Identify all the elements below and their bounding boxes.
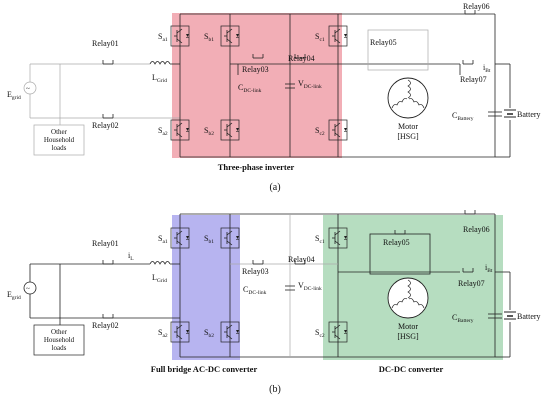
sb2-label-b: Sb2 xyxy=(204,328,214,339)
sc2-label-a: Sc2 xyxy=(315,126,325,137)
household-loads-box-b xyxy=(33,324,85,356)
loads-line2-a: Household xyxy=(44,136,75,144)
vdc-label-b: VDC-link xyxy=(298,281,322,292)
sa2-label-b: Sa2 xyxy=(158,328,168,339)
motor-hsg-label-b: [HSG] xyxy=(397,332,419,341)
sa1-label-b: Sa1 xyxy=(158,234,168,245)
loads-line3-a: loads xyxy=(52,144,67,152)
grid-inductor-label-b: LGrid xyxy=(152,273,167,284)
motor-label-a: Motor xyxy=(398,122,418,131)
dc-bus-a xyxy=(170,13,496,158)
grid-inductor-b xyxy=(149,261,171,265)
battery-capacitor-b xyxy=(488,313,502,319)
grid-source-label: Egrid xyxy=(7,90,21,101)
grid-side-wiring-b xyxy=(29,263,180,325)
grid-source-symbol: ~ xyxy=(26,85,30,93)
sa2-label-a: Sa2 xyxy=(158,126,168,137)
relay07-symbol-a xyxy=(462,59,474,65)
motor-icon-b xyxy=(387,277,429,319)
panel-a: ~ Egrid Relay01 Relay02 LGrid Other Hous… xyxy=(7,2,541,193)
relay01-symbol-a xyxy=(102,59,114,65)
relay05-loop-a xyxy=(367,29,429,71)
sc2-label-b: Sc2 xyxy=(315,328,325,339)
region-label-inverter: Three-phase inverter xyxy=(218,162,295,172)
grid-source-icon xyxy=(23,81,37,95)
grid-source-icon-b xyxy=(23,281,37,295)
sc1-label-a: Sc1 xyxy=(315,32,325,43)
il-label-b: iL xyxy=(128,251,134,262)
relay02-label-b: Relay02 xyxy=(92,321,119,330)
relay02-symbol-b xyxy=(102,313,114,319)
panel-b: ~ Egrid Relay01 Relay02 iL LGrid Other H… xyxy=(7,209,541,395)
cbat-label-a: CBattery xyxy=(452,111,474,122)
relay03-label-a: Relay03 xyxy=(242,65,269,74)
grid-source-symbol-b: ~ xyxy=(26,285,30,293)
sa1-label-a: Sa1 xyxy=(158,32,168,43)
household-loads-box-a xyxy=(33,124,85,156)
battery-icon-b xyxy=(495,271,516,358)
relay01-label-b: Relay01 xyxy=(92,239,119,248)
cbat-label-b: CBattery xyxy=(452,313,474,324)
inverter-region xyxy=(172,13,342,158)
loads-line1-b: Other xyxy=(51,328,68,336)
ibt-label-b: iBt xyxy=(485,263,493,274)
sc1-label-b: Sc1 xyxy=(315,234,325,245)
loads-line1-a: Other xyxy=(51,128,68,136)
relay06-label-b: Relay06 xyxy=(463,225,490,234)
cdc-label-b: CDC-link xyxy=(243,285,267,296)
relay04-label-a: Relay04 xyxy=(288,54,315,63)
motor-label-b: Motor xyxy=(398,322,418,331)
relay06-label-a: Relay06 xyxy=(463,2,490,11)
relay03-symbol-b xyxy=(252,259,264,265)
dc-bus-b xyxy=(170,213,496,358)
dc-link-capacitor-a xyxy=(285,83,295,89)
grid-side-wiring-a xyxy=(29,63,180,125)
relay06-symbol-b xyxy=(464,209,476,215)
motor-icon-a xyxy=(387,77,429,119)
relay01-symbol-b xyxy=(102,259,114,265)
relay07-label-a: Relay07 xyxy=(460,75,487,84)
vdc-label-a: VDC-link xyxy=(298,79,322,90)
caption-b: (b) xyxy=(269,384,281,395)
loads-line3-b: loads xyxy=(52,344,67,352)
grid-inductor-label-a: LGrid xyxy=(152,73,167,84)
battery-label-a: Battery xyxy=(517,110,541,119)
battery-icon-a xyxy=(495,63,516,158)
relay05-label-b: Relay05 xyxy=(383,238,410,247)
motor-hsg-label-a: [HSG] xyxy=(397,132,419,141)
region-label-dcdc: DC-DC converter xyxy=(379,364,444,374)
battery-capacitor-a xyxy=(488,111,502,117)
sb1-label-a: Sb1 xyxy=(204,32,214,43)
relay02-symbol-a xyxy=(102,113,114,119)
cdc-label-a: CDC-link xyxy=(238,83,262,94)
dc-link-capacitor-b xyxy=(285,285,295,291)
region-label-acdc: Full bridge AC-DC converter xyxy=(151,364,258,374)
sb1-label-b: Sb1 xyxy=(204,234,214,245)
battery-label-b: Battery xyxy=(517,312,541,321)
grid-source-label-b: Egrid xyxy=(7,290,21,301)
ibt-label-a: iBt xyxy=(483,63,491,74)
relay02-label-a: Relay02 xyxy=(92,121,119,130)
loads-line2-b: Household xyxy=(44,336,75,344)
relay07-label-b: Relay07 xyxy=(458,279,485,288)
relay01-label-a: Relay01 xyxy=(92,39,119,48)
relay03-label-b: Relay03 xyxy=(242,267,269,276)
relay04-label-b: Relay04 xyxy=(288,255,315,264)
sb2-label-a: Sb2 xyxy=(204,126,214,137)
grid-inductor-a xyxy=(149,61,171,65)
caption-a: (a) xyxy=(269,182,280,193)
relay05-label-a: Relay05 xyxy=(370,38,397,47)
